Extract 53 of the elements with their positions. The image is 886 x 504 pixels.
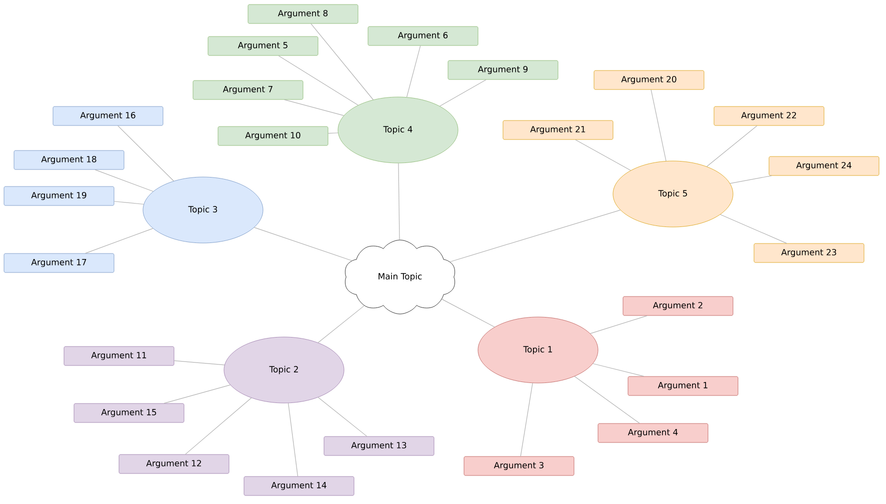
argument-box: Argument 7 bbox=[192, 80, 304, 100]
connector-line bbox=[328, 132, 338, 134]
argument-box: Argument 1 bbox=[628, 376, 738, 396]
connector-line bbox=[450, 210, 621, 262]
connector-line bbox=[310, 23, 374, 100]
argument-box: Argument 17 bbox=[4, 253, 114, 273]
connector-line bbox=[185, 398, 252, 455]
connector-line bbox=[575, 139, 631, 171]
connector-line bbox=[442, 298, 495, 328]
argument-box: Argument 6 bbox=[368, 26, 478, 46]
connector-line bbox=[288, 402, 298, 477]
connector-line bbox=[574, 376, 640, 424]
connector-line bbox=[118, 125, 174, 182]
connector-line bbox=[94, 169, 154, 192]
argument-box: Argument 24 bbox=[768, 156, 880, 176]
connector-line bbox=[592, 363, 644, 377]
connector-line bbox=[164, 384, 231, 404]
connector-line bbox=[650, 89, 666, 162]
argument-box: Argument 15 bbox=[74, 403, 184, 423]
connector-line bbox=[720, 214, 787, 244]
connector-line bbox=[254, 227, 352, 261]
argument-box: Argument 19 bbox=[4, 186, 114, 206]
argument-box: Argument 5 bbox=[208, 36, 318, 56]
argument-box: Argument 21 bbox=[502, 120, 614, 140]
connector-line bbox=[284, 99, 344, 116]
argument-box: Argument 23 bbox=[754, 243, 864, 263]
argument-box: Argument 2 bbox=[622, 296, 734, 316]
connector-line bbox=[406, 45, 421, 98]
connector-line bbox=[520, 382, 533, 457]
argument-box: Argument 13 bbox=[324, 436, 434, 456]
connector-line bbox=[730, 175, 772, 184]
connector-line bbox=[174, 360, 225, 366]
argument-box: Argument 20 bbox=[594, 70, 704, 90]
argument-box: Argument 16 bbox=[52, 106, 164, 126]
argument-box: Argument 8 bbox=[248, 4, 358, 24]
connector-line bbox=[706, 125, 758, 167]
argument-box: Argument 18 bbox=[14, 150, 124, 170]
connector-line bbox=[590, 315, 648, 334]
connector-line bbox=[440, 79, 486, 106]
argument-box: Argument 10 bbox=[218, 126, 328, 146]
connector-line bbox=[398, 162, 400, 240]
connector-line bbox=[318, 305, 365, 343]
argument-box: Argument 12 bbox=[118, 454, 230, 474]
argument-box: Argument 4 bbox=[598, 423, 708, 443]
argument-box: Argument 14 bbox=[244, 476, 354, 496]
connector-line bbox=[318, 397, 368, 437]
connector-line bbox=[114, 201, 144, 205]
argument-box: Argument 22 bbox=[714, 106, 824, 126]
argument-box: Argument 9 bbox=[448, 60, 558, 80]
argument-box: Argument 11 bbox=[64, 346, 174, 366]
connector-line bbox=[278, 55, 358, 106]
argument-box: Argument 3 bbox=[464, 456, 574, 476]
connector-line bbox=[85, 228, 154, 254]
